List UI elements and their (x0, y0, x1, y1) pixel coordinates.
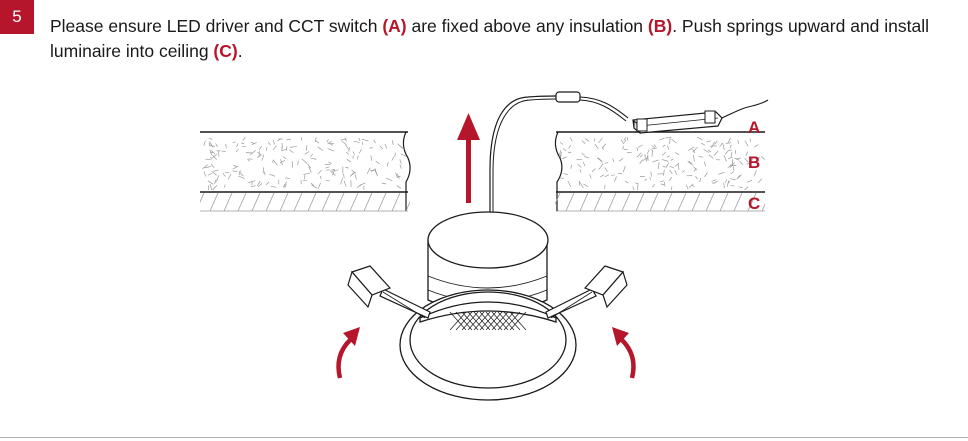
push-up-arrow (457, 113, 480, 203)
footer-divider (0, 437, 968, 438)
insulation-texture-right (558, 136, 765, 190)
ceiling-hatch-left (200, 193, 410, 211)
spring-left (347, 265, 431, 319)
instruction-part: Please ensure LED driver and CCT switch (50, 16, 383, 36)
instruction-part: are fixed above any insulation (406, 16, 648, 36)
spring-push-arrow-left (336, 327, 360, 379)
led-driver (632, 110, 723, 135)
label-a-reference: (A) (382, 16, 407, 36)
right-ceiling-section (554, 131, 765, 212)
downlight-luminaire (399, 211, 577, 401)
instruction-part: . (237, 41, 243, 61)
layer-label-b: B (748, 153, 760, 172)
cct-switch (555, 91, 581, 103)
left-ceiling-section (200, 131, 411, 212)
layer-label-a: A (748, 118, 760, 137)
layer-label-c: C (748, 194, 760, 213)
label-b-reference: (B) (647, 16, 673, 36)
insulation-texture-left (202, 137, 407, 190)
instruction-text: Please ensure LED driver and CCT switch … (50, 14, 930, 64)
power-cable (489, 95, 557, 212)
spring-right (545, 265, 628, 319)
instruction-part: . Push springs upward and install lumina… (50, 16, 930, 61)
ceiling-hatch-right (555, 193, 765, 211)
led-reflector-grille (449, 311, 527, 331)
spring-push-arrow-right (612, 327, 636, 379)
label-c-reference: (C) (213, 41, 238, 61)
step-number-badge: 5 (0, 0, 34, 34)
